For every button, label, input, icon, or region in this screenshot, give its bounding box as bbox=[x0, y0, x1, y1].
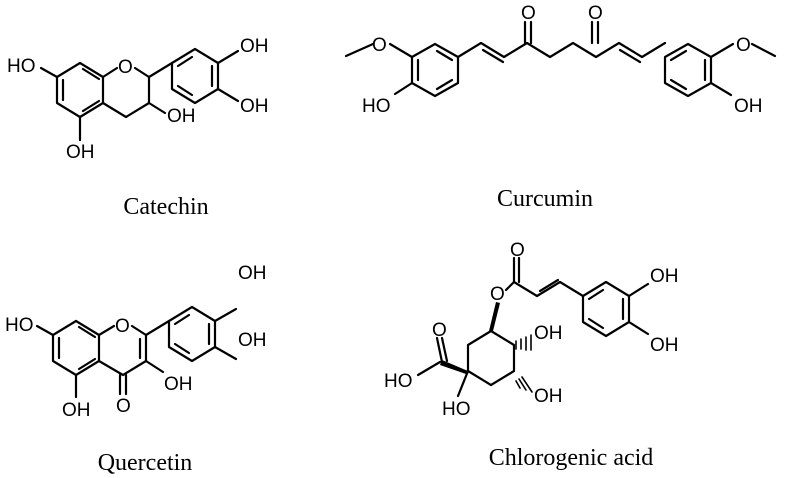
catechin-structure: HO O OH OH OH OH Catechin bbox=[7, 36, 269, 220]
chlorogenic-acid-name: Chlorogenic acid bbox=[489, 445, 654, 471]
quercetin-name: Quercetin bbox=[98, 450, 193, 476]
catechin-oh-4p: OH bbox=[240, 96, 269, 117]
quercetin-oh-3p: OH bbox=[238, 263, 267, 284]
quercetin-ring-o: O bbox=[115, 316, 130, 337]
chlorogenic-hash-bottom bbox=[515, 376, 533, 393]
curcumin-keto-o-1: O bbox=[521, 3, 536, 24]
curcumin-name: Curcumin bbox=[497, 186, 593, 212]
catechin-oh-3p: OH bbox=[240, 36, 269, 57]
catechin-oh-5: OH bbox=[66, 142, 95, 163]
quercetin-structure: HO O OH OH OH OH O Quercetin bbox=[5, 263, 267, 476]
catechin-oh-3: OH bbox=[167, 106, 196, 127]
quercetin-ho-7: HO bbox=[5, 315, 34, 336]
chlorogenic-oh-ring-bottom: OH bbox=[534, 386, 563, 407]
curcumin-ome-left-o: O bbox=[372, 35, 387, 56]
chlorogenic-carbonyl-o: O bbox=[510, 240, 525, 261]
catechin-name: Catechin bbox=[123, 194, 208, 220]
quercetin-oh-3: OH bbox=[164, 374, 193, 395]
quercetin-keto-o: O bbox=[116, 396, 131, 417]
catechin-ho-7: HO bbox=[7, 56, 36, 77]
catechin-ring-o: O bbox=[118, 57, 133, 78]
quercetin-oh-4p: OH bbox=[238, 330, 267, 351]
chlorogenic-ho-c1: HO bbox=[442, 399, 471, 420]
curcumin-oh-right: OH bbox=[734, 96, 763, 117]
chlorogenic-ester-o: O bbox=[490, 284, 505, 305]
curcumin-ome-right-o: O bbox=[736, 35, 751, 56]
chlorogenic-oh-caffeic-3: OH bbox=[650, 266, 679, 287]
chlorogenic-oh-ring-top: OH bbox=[534, 323, 563, 344]
chlorogenic-acid-structure: O O OH OH O HO OH OH HO Chlorogenic acid bbox=[384, 240, 679, 471]
chlorogenic-acid-o: O bbox=[432, 320, 447, 341]
curcumin-keto-o-2: O bbox=[588, 3, 603, 24]
chlorogenic-acid-ho: HO bbox=[384, 371, 413, 392]
quercetin-oh-5: OH bbox=[62, 400, 91, 421]
curcumin-structure: O O O O HO OH Curcumin bbox=[344, 3, 777, 212]
curcumin-oh-left: HO bbox=[362, 96, 391, 117]
chlorogenic-hash-top bbox=[515, 334, 532, 351]
chlorogenic-oh-caffeic-4: OH bbox=[650, 335, 679, 356]
